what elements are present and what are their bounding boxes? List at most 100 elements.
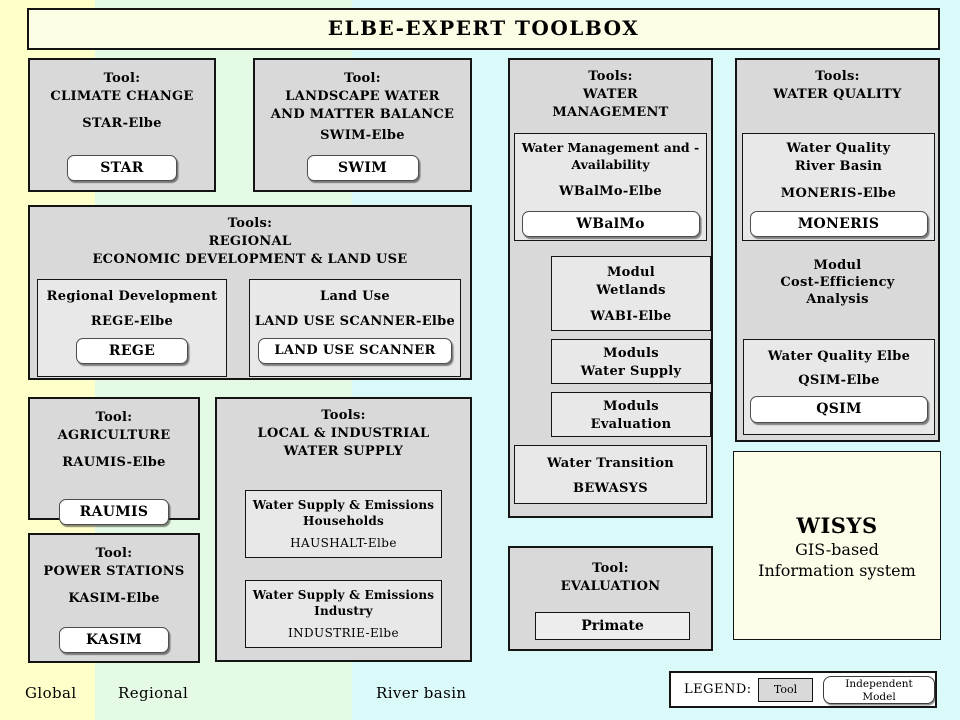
model-name: BEWASYS [573, 481, 648, 496]
model-name: KASIM-Elbe [68, 591, 160, 606]
model-name: MONERIS-Elbe [780, 186, 897, 201]
model-name: QSIM-Elbe [798, 373, 880, 388]
subbox-modul-wetlands: Modul Wetlands WABI-Elbe [551, 256, 711, 331]
band-label-global: Global [25, 684, 77, 702]
heading-line: Tools: [227, 216, 273, 231]
model-name: WBalMo-Elbe [559, 184, 662, 199]
heading-line: Tool: [95, 546, 133, 561]
primate-button[interactable]: Primate [535, 612, 690, 640]
heading-line: Water Supply [580, 364, 682, 379]
box-agriculture: Tool: AGRICULTURE RAUMIS-Elbe RAUMIS [28, 397, 200, 525]
heading-line: Cost-Efficiency [780, 275, 895, 290]
wisys-name: WISYS [796, 513, 878, 538]
model-name: RAUMIS-Elbe [62, 455, 166, 470]
heading-line: Tools: [588, 69, 633, 84]
qsim-button[interactable]: QSIM [750, 396, 928, 423]
heading-line: Land Use [320, 289, 390, 304]
subbox-regional-development: Regional Development REGE-Elbe REGE [37, 279, 227, 377]
heading-line: MANAGEMENT [552, 105, 669, 120]
heading-line: Tools: [321, 408, 366, 423]
heading-line: Evaluation [590, 417, 672, 432]
legend-chip-line: Model [862, 691, 896, 703]
heading-line: Modul [813, 258, 862, 273]
heading-line: Tool: [592, 561, 629, 576]
heading-line: Water Supply & Emissions [252, 498, 435, 512]
heading-line: Moduls [603, 399, 659, 414]
heading-line: Households [303, 514, 384, 528]
heading-line: Moduls [603, 346, 659, 361]
box-heading: Tools: LOCAL & INDUSTRIAL WATER SUPPLY [217, 407, 470, 461]
heading-line: Water Management and - [521, 140, 700, 155]
wisys-line: GIS-based [795, 540, 879, 559]
subbox-industry: Water Supply & Emissions Industry INDUST… [245, 580, 442, 648]
heading-line: Water Quality Elbe [767, 349, 911, 364]
box-heading: Tool: CLIMATE CHANGE [30, 70, 214, 106]
box-evaluation: Tool: EVALUATION Primate [508, 546, 713, 651]
subbox-water-quality-river-basin: Water Quality River Basin MONERIS-Elbe M… [742, 133, 935, 241]
legend-chip-line: Independent [845, 678, 913, 690]
heading-line: Analysis [806, 292, 869, 307]
heading-line: Water Supply & Emissions [252, 588, 435, 602]
model-name: SWIM-Elbe [320, 128, 405, 143]
heading-line: Tool: [103, 71, 141, 86]
heading-line: WATER QUALITY [773, 87, 902, 102]
box-heading: Tool: LANDSCAPE WATER AND MATTER BALANCE [255, 70, 470, 124]
subbox-moduls-water-supply: Moduls Water Supply [551, 339, 711, 384]
subbox-moduls-evaluation: Moduls Evaluation [551, 392, 711, 437]
box-landscape-water-matter-balance: Tool: LANDSCAPE WATER AND MATTER BALANCE… [253, 58, 472, 192]
kasim-button[interactable]: KASIM [59, 627, 169, 653]
band-label-river-basin: River basin [376, 684, 467, 702]
heading-line: Tool: [95, 410, 133, 425]
subbox-water-transition: Water Transition BEWASYS [514, 445, 707, 504]
heading-line: Availability [571, 157, 650, 172]
legend-tool-swatch: Tool [758, 678, 813, 702]
legend-label: LEGEND: [684, 682, 752, 697]
heading-line: WATER [582, 87, 639, 102]
heading-line: EVALUATION [560, 579, 661, 594]
heading-line: POWER STATIONS [43, 564, 185, 579]
heading-line: Water Quality [786, 141, 891, 156]
wbalmo-button[interactable]: WBalMo [521, 211, 700, 237]
model-name: STAR-Elbe [82, 116, 162, 131]
heading-line: AGRICULTURE [57, 428, 171, 443]
heading-line: REGIONAL [208, 234, 292, 249]
raumis-button[interactable]: RAUMIS [59, 499, 169, 525]
moneris-button[interactable]: MONERIS [749, 211, 928, 237]
heading-line: CLIMATE CHANGE [50, 89, 194, 104]
box-local-industrial-water-supply: Tools: LOCAL & INDUSTRIAL WATER SUPPLY W… [215, 397, 472, 662]
heading-line: LANDSCAPE WATER [285, 89, 440, 104]
rege-button[interactable]: REGE [76, 338, 188, 364]
heading-line: LOCAL & INDUSTRIAL [257, 426, 430, 441]
heading-line: Tool: [344, 71, 381, 86]
modul-cost-efficiency-label: Modul Cost-Efficiency Analysis [737, 257, 938, 308]
star-button[interactable]: STAR [67, 155, 177, 181]
model-name: WABI-Elbe [590, 309, 672, 324]
heading-line: ECONOMIC DEVELOPMENT & LAND USE [92, 252, 408, 267]
heading-line: River Basin [794, 159, 883, 174]
heading-line: Industry [314, 604, 373, 618]
subbox-water-management-availability: Water Management and - Availability WBal… [514, 133, 707, 241]
heading-line: Modul [606, 265, 656, 280]
box-heading: Tool: AGRICULTURE [30, 409, 198, 445]
model-name: INDUSTRIE-Elbe [288, 626, 399, 640]
heading-line: AND MATTER BALANCE [270, 107, 455, 122]
model-name: HAUSHALT-Elbe [290, 536, 397, 550]
subbox-water-quality-elbe: Water Quality Elbe QSIM-Elbe QSIM [743, 339, 935, 435]
legend: LEGEND: Tool Independent Model [669, 671, 937, 708]
heading-line: Regional Development [46, 289, 218, 304]
model-name: REGE-Elbe [90, 314, 174, 329]
land-use-scanner-button[interactable]: LAND USE SCANNER [258, 338, 452, 364]
box-water-management: Tools: WATER MANAGEMENT Water Management… [508, 58, 713, 518]
model-name: LAND USE SCANNER-Elbe [254, 314, 456, 329]
box-wisys: WISYS GIS-based Information system [733, 451, 941, 640]
page-title: ELBE-EXPERT TOOLBOX [27, 8, 940, 50]
box-heading: Tool: EVALUATION [510, 560, 711, 596]
box-heading: Tool: POWER STATIONS [30, 545, 198, 581]
subbox-households: Water Supply & Emissions Households HAUS… [245, 490, 442, 558]
heading-line: Water Transition [546, 456, 675, 471]
heading-line: Tools: [815, 69, 860, 84]
box-heading: Tools: WATER MANAGEMENT [510, 68, 711, 122]
swim-button[interactable]: SWIM [306, 155, 419, 181]
box-heading: Tools: REGIONAL ECONOMIC DEVELOPMENT & L… [30, 215, 470, 269]
